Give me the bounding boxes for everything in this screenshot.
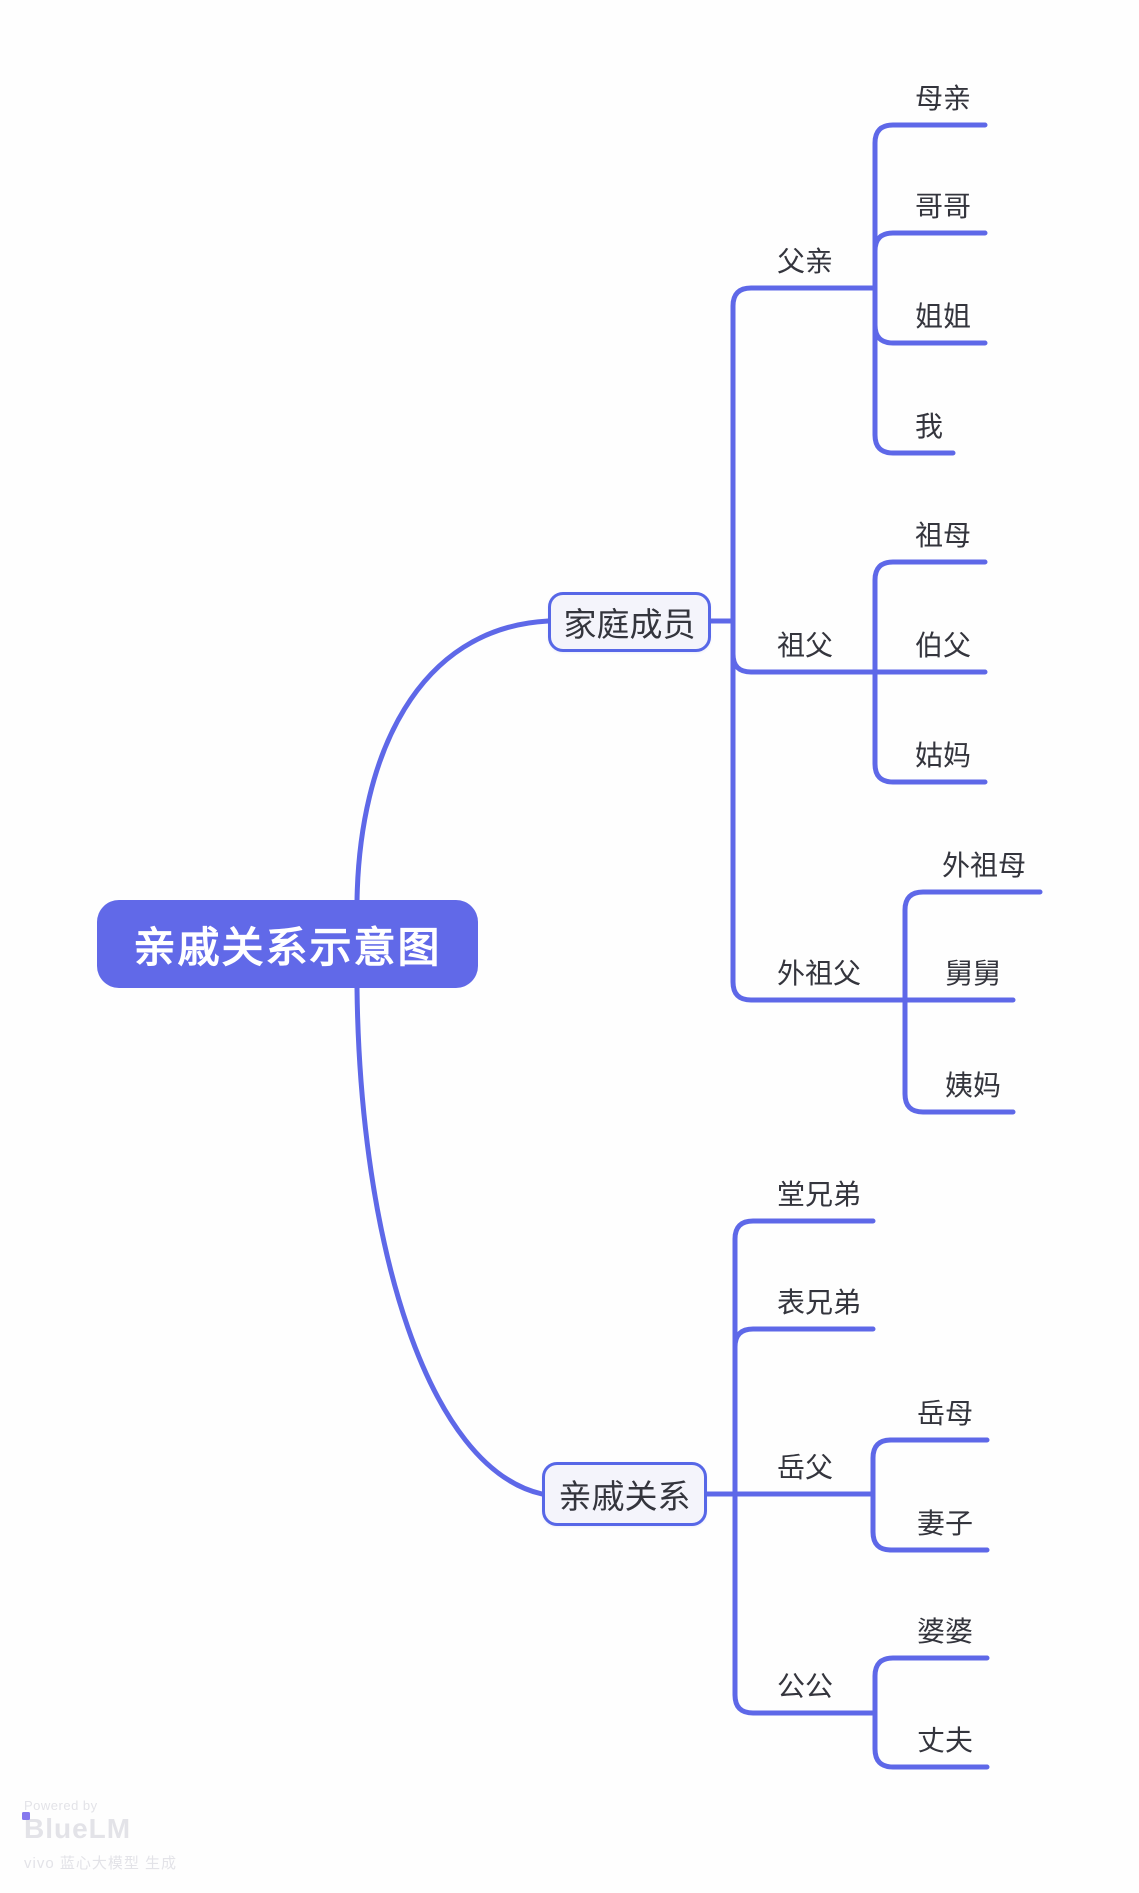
watermark-powered-by: Powered by — [24, 1798, 98, 1813]
line-maternal-aunt — [902, 997, 1016, 1115]
node-husbands-father[interactable]: 公公 — [777, 1671, 834, 1702]
leaf-maternal-cousins[interactable]: 表兄弟 — [777, 1287, 862, 1318]
leaf-paternal-aunt[interactable]: 姑妈 — [915, 740, 972, 771]
leaf-husbands-mother[interactable]: 婆婆 — [917, 1616, 974, 1647]
watermark: Powered by BlueLM vivo 蓝心大模型 生成 — [22, 1798, 178, 1873]
node-maternal-grandfather[interactable]: 外祖父 — [777, 958, 862, 989]
leaf-maternal-grandmother[interactable]: 外祖母 — [942, 850, 1027, 881]
node-father[interactable]: 父亲 — [777, 246, 834, 277]
line-wife — [870, 1491, 990, 1553]
line-mother — [872, 122, 988, 291]
line-father — [730, 285, 878, 624]
leaf-older-brother[interactable]: 哥哥 — [915, 191, 972, 222]
branch-node-family-members[interactable]: 家庭成员 — [548, 592, 711, 652]
leaf-older-sister[interactable]: 姐姐 — [915, 301, 972, 332]
leaf-maternal-aunt[interactable]: 姨妈 — [945, 1070, 1002, 1101]
line-maternal-cousins — [732, 1326, 876, 1497]
watermark-brand-row: BlueLM — [22, 1812, 177, 1844]
leaf-paternal-cousins[interactable]: 堂兄弟 — [777, 1179, 862, 1210]
leaf-me[interactable]: 我 — [915, 411, 944, 442]
watermark-caption: vivo 蓝心大模型 生成 — [24, 1855, 178, 1872]
line-maternal-grandfather — [730, 618, 908, 1003]
leaf-paternal-grandmother[interactable]: 祖母 — [915, 520, 972, 551]
bluelm-logo-square-icon — [22, 1812, 30, 1820]
curve-root-to-relatives — [354, 985, 545, 1497]
line-paternal-grandmother — [872, 559, 988, 675]
curve-root-to-family — [354, 618, 551, 905]
line-paternal-aunt — [872, 669, 988, 785]
line-husbands-father — [732, 1491, 878, 1716]
leaf-maternal-uncle[interactable]: 舅舅 — [945, 958, 1002, 989]
leaf-wifes-mother[interactable]: 岳母 — [917, 1398, 974, 1429]
line-paternal-cousins — [732, 1218, 876, 1497]
line-husbands-mother — [872, 1655, 990, 1716]
leaf-husband[interactable]: 丈夫 — [917, 1725, 974, 1756]
node-paternal-grandfather[interactable]: 祖父 — [777, 630, 834, 661]
line-me — [872, 285, 956, 456]
node-wifes-father[interactable]: 岳父 — [777, 1452, 834, 1483]
branch-node-relatives[interactable]: 亲戚关系 — [542, 1462, 707, 1526]
line-wifes-mother — [870, 1437, 990, 1497]
line-husband — [872, 1710, 990, 1770]
leaf-paternal-uncle[interactable]: 伯父 — [915, 630, 972, 661]
leaf-wife[interactable]: 妻子 — [917, 1508, 974, 1539]
leaf-mother[interactable]: 母亲 — [915, 83, 972, 114]
root-node[interactable]: 亲戚关系示意图 — [97, 900, 478, 988]
line-maternal-grandmother — [902, 889, 1043, 1003]
watermark-brand: BlueLM — [24, 1813, 132, 1844]
line-older-brother — [872, 230, 988, 291]
